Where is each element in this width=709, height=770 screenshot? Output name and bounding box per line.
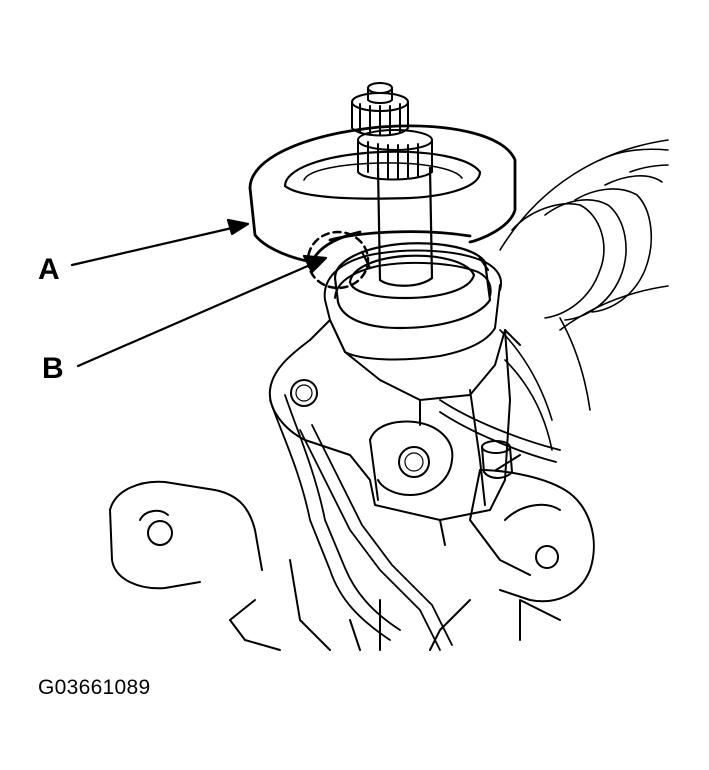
leader-line-b bbox=[76, 254, 328, 368]
pinion-shaft bbox=[376, 166, 434, 287]
rack-boot bbox=[499, 139, 669, 451]
figure-id: G03661089 bbox=[38, 676, 151, 699]
leader-line-a bbox=[70, 218, 250, 267]
seal-installer-tool bbox=[248, 124, 517, 264]
valve-body bbox=[268, 319, 521, 546]
fluid-lines bbox=[269, 394, 561, 651]
callout-label-a: A bbox=[38, 253, 60, 286]
bracket-bolt-hole-left bbox=[147, 520, 173, 546]
pinion-splines bbox=[351, 82, 433, 181]
adjuster-bolt bbox=[481, 440, 513, 479]
mounting-bracket bbox=[109, 469, 595, 651]
return-port bbox=[398, 446, 430, 478]
pressure-port-inner bbox=[295, 384, 313, 402]
pressure-port bbox=[290, 379, 318, 407]
valve-housing-cylinder bbox=[323, 249, 503, 361]
bracket-bolt-hole-right bbox=[535, 545, 559, 569]
return-port-inner bbox=[404, 452, 424, 472]
callout-label-b: B bbox=[42, 352, 64, 385]
